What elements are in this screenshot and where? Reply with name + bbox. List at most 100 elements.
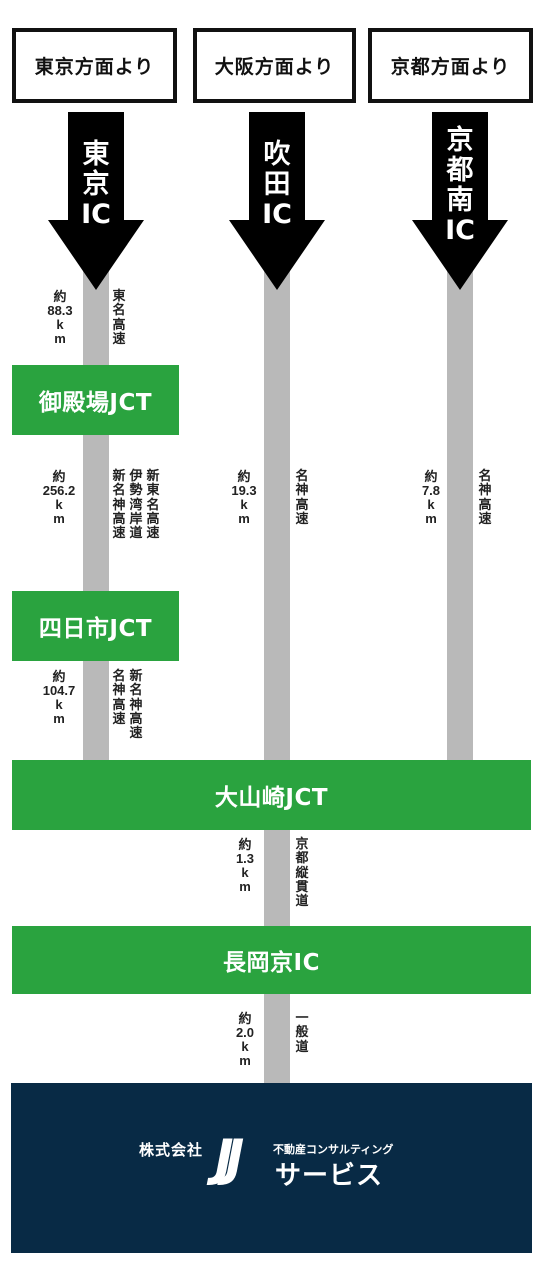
ic-nagaokakyo: 長岡京IC — [12, 926, 531, 994]
label-char: m — [53, 711, 65, 726]
label-char: 88.3 — [47, 303, 73, 318]
label-char: 高 — [295, 497, 309, 513]
jct-gotemba-label: 御殿場JCT — [38, 390, 153, 416]
road-oyamazaki-nagaokakyo — [264, 830, 290, 926]
arrow-suita-ic-text: 吹 田 IC — [229, 140, 325, 230]
label-char: 約 — [53, 289, 67, 304]
jct-yokkaichi-label: 四日市JCT — [38, 616, 153, 642]
label-char: m — [239, 879, 251, 894]
origin-tokyo-label: 東京方面より — [34, 56, 155, 78]
arrow-label-char: 京 — [82, 169, 110, 200]
label-char: k — [241, 865, 249, 880]
arrow-label-char: IC — [445, 215, 475, 246]
label-char: 東 — [112, 289, 126, 304]
label-char: 2.0 — [235, 1025, 255, 1040]
road-name-tokyo-gotemba: 東名高速 — [112, 289, 126, 347]
label-char: 名 — [146, 497, 160, 513]
label-char: m — [238, 511, 250, 526]
label-char: 高 — [146, 511, 160, 527]
jct-yokkaichi: 四日市JCT — [12, 591, 179, 661]
label-char: 縦 — [295, 865, 309, 881]
label-char: k — [55, 697, 63, 712]
arrow-suita-ic: 吹 田 IC — [229, 112, 325, 292]
label-char: 京 — [295, 837, 309, 852]
road-name-column: 京都縦貫道 — [295, 837, 309, 910]
road-name-yokkaichi-oyamazaki: 新名神高速 名神高速 — [112, 669, 143, 742]
label-char: 神 — [129, 697, 143, 713]
road-name-column: 名神高速 — [112, 669, 126, 741]
label-char: 名 — [129, 683, 143, 699]
label-char: 約 — [52, 669, 66, 684]
origin-kyoto-label: 京都方面より — [390, 56, 511, 78]
arrow-label-char: 南 — [446, 185, 474, 216]
label-char: 湾 — [129, 497, 143, 513]
label-char: 神 — [112, 683, 126, 699]
road-name-gotemba-yokkaichi: 新東名高速 伊勢湾岸道 新名神高速 — [112, 469, 160, 542]
road-name-column: 名神高速 — [295, 469, 309, 527]
label-char: 速 — [295, 511, 309, 527]
label-char: m — [53, 511, 65, 526]
origin-osaka: 大阪方面より — [193, 28, 356, 103]
logo-jj-mark: JJ — [215, 1129, 244, 1187]
logo-company-name: サービス — [275, 1161, 384, 1191]
label-char: k — [241, 1039, 249, 1054]
label-char: 高 — [112, 317, 126, 333]
arrow-kyoto-minami-ic-text: 京 都 南 IC — [412, 126, 508, 246]
road-name-column: 伊勢湾岸道 — [129, 469, 143, 542]
label-char: 道 — [295, 1039, 309, 1055]
arrow-tokyo-ic: 東 京 IC — [48, 112, 144, 292]
road-kyoto — [447, 270, 473, 760]
logo-prefix: 株式会社 — [139, 1141, 204, 1159]
label-char: 速 — [146, 526, 160, 542]
label-char: 一 — [295, 1011, 309, 1026]
arrow-label-char: IC — [81, 199, 111, 230]
label-char: 名 — [112, 483, 126, 499]
label-char: 東 — [146, 483, 160, 499]
label-char: 道 — [295, 894, 309, 910]
label-char: 岸 — [129, 511, 143, 527]
label-char: m — [425, 511, 437, 526]
label-char: 伊 — [129, 469, 143, 484]
origin-osaka-label: 大阪方面より — [214, 56, 335, 78]
road-nagaokakyo-destination — [264, 994, 290, 1084]
label-char: 速 — [112, 526, 126, 542]
label-char: 256.2 — [42, 483, 76, 498]
label-char: 神 — [112, 497, 126, 513]
label-char: 約 — [238, 1011, 252, 1026]
label-char: 高 — [478, 497, 492, 513]
label-char: 高 — [112, 511, 126, 527]
label-char: 1.3 — [235, 851, 255, 866]
label-char: 名 — [295, 469, 309, 484]
road-name-column: 一般道 — [295, 1011, 309, 1055]
arrow-label-char: 吹 — [263, 139, 291, 170]
road-tokyo — [83, 270, 109, 760]
label-char: 約 — [238, 837, 252, 852]
origin-kyoto: 京都方面より — [368, 28, 533, 103]
logo-tagline: 不動産コンサルティング — [273, 1143, 394, 1156]
label-char: 神 — [295, 483, 309, 499]
destination-company-block: 株式会社 JJ 不動産コンサルティング サービス — [11, 1083, 532, 1253]
label-char: 道 — [129, 526, 143, 542]
label-char: 約 — [52, 469, 66, 484]
label-char: 約 — [237, 469, 251, 484]
label-char: 7.8 — [421, 483, 441, 498]
arrow-label-char: 東 — [82, 139, 110, 170]
label-char: m — [54, 331, 66, 346]
road-osaka — [264, 270, 290, 760]
arrow-label-char: 田 — [263, 169, 291, 200]
label-char: 速 — [129, 726, 143, 742]
road-name-column: 新東名高速 — [146, 469, 160, 542]
label-char: m — [239, 1053, 251, 1068]
label-char: 速 — [112, 711, 126, 727]
arrow-tokyo-ic-text: 東 京 IC — [48, 140, 144, 230]
label-char: 勢 — [129, 483, 143, 499]
label-char: 速 — [478, 511, 492, 527]
label-char: 神 — [478, 483, 492, 499]
label-char: 名 — [112, 669, 126, 684]
road-name-column: 新名神高速 — [129, 669, 143, 742]
